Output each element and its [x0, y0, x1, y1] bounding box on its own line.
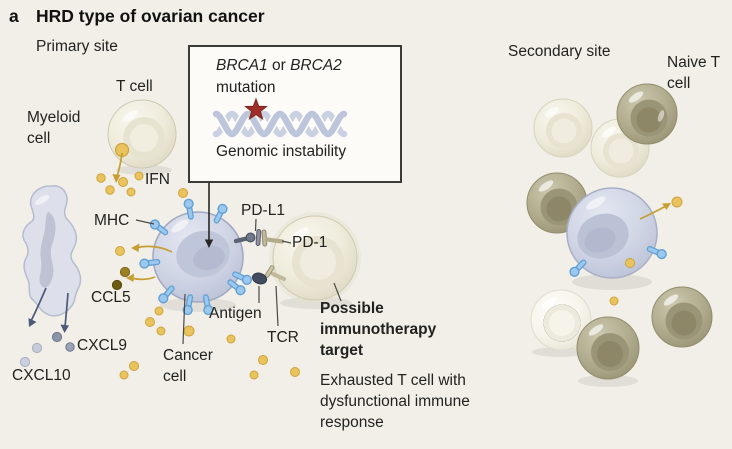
primary-site-label: Primary site: [36, 38, 118, 55]
t-cell-illustration: [107, 99, 177, 169]
dna-helix-icon: [211, 108, 349, 140]
ifn-dots: [96, 171, 188, 198]
cancer-cell-secondary-illustration: [567, 187, 667, 278]
myeloid-cell-label: Myeloid cell: [27, 109, 81, 147]
naive-t-cell-label: Naive T cell: [667, 54, 720, 92]
chemokine-arrowheads: [28, 318, 69, 333]
panel-letter: a: [9, 6, 19, 26]
cxcl9-label: CXCL9: [77, 337, 127, 354]
pd-l1-receptor-icon: [233, 229, 262, 246]
cell-shadows: [116, 165, 652, 387]
secondary-secretion-arrow: [639, 203, 671, 220]
secondary-site-cells: [526, 83, 713, 380]
tcr-label: TCR: [267, 329, 299, 346]
pd-1-receptor-icon: [261, 229, 285, 247]
mutation-star-icon: [244, 97, 268, 121]
myeloid-cell-illustration: [22, 185, 82, 317]
secondary-site-label: Secondary site: [508, 43, 611, 60]
cxcl10-label: CXCL10: [12, 367, 71, 384]
genomic-instability-arrow: [204, 183, 214, 248]
secondary-cytokine-dots: [609, 196, 683, 306]
cxcl10-dots: [19, 342, 43, 368]
genomic-instability-caption: Genomic instability: [216, 143, 347, 160]
mhc-label: MHC: [94, 212, 130, 229]
pd-l1-label: PD-L1: [241, 202, 285, 219]
cancer-cell-illustration: [152, 211, 244, 303]
pd-1-label: PD-1: [292, 234, 328, 251]
gene-brca2: BRCA2: [290, 57, 342, 74]
antigen-label: Antigen: [209, 305, 262, 322]
naive-t-cell-olive: [616, 83, 678, 145]
immunotherapy-target-label: Possible immunotherapy target: [320, 300, 437, 359]
mutation-word: mutation: [216, 79, 276, 96]
brca-mutation-line: BRCA1 or BRCA2: [216, 57, 342, 74]
ccl5-label: CCL5: [91, 289, 131, 306]
exhausted-t-cell-label: Exhausted T cell with dysfunctional immu…: [320, 372, 470, 431]
cytokine-dots: [115, 246, 300, 380]
antigen-icon: [251, 272, 268, 285]
secretion-arrowheads: [112, 174, 140, 282]
cxcl9-dots: [51, 331, 75, 352]
naive-t-cell-cream: [533, 98, 593, 158]
ccl5-dots: [111, 266, 131, 291]
naive-t-cell-olive: [651, 286, 713, 348]
label-connectors: [135, 218, 342, 345]
figure-title: HRD type of ovarian cancer: [36, 6, 265, 26]
exhausted-t-cell-illustration: [269, 212, 361, 304]
cancer-cell-label: Cancer cell: [163, 347, 213, 385]
mutation-box: [188, 45, 402, 183]
gene-brca1: BRCA1: [216, 57, 268, 74]
chemokine-arrows: [30, 287, 69, 328]
t-cell-label: T cell: [116, 78, 153, 95]
ifn-label: IFN: [145, 171, 170, 188]
naive-t-cell-white: [530, 289, 592, 351]
naive-t-cell-olive: [576, 316, 640, 380]
